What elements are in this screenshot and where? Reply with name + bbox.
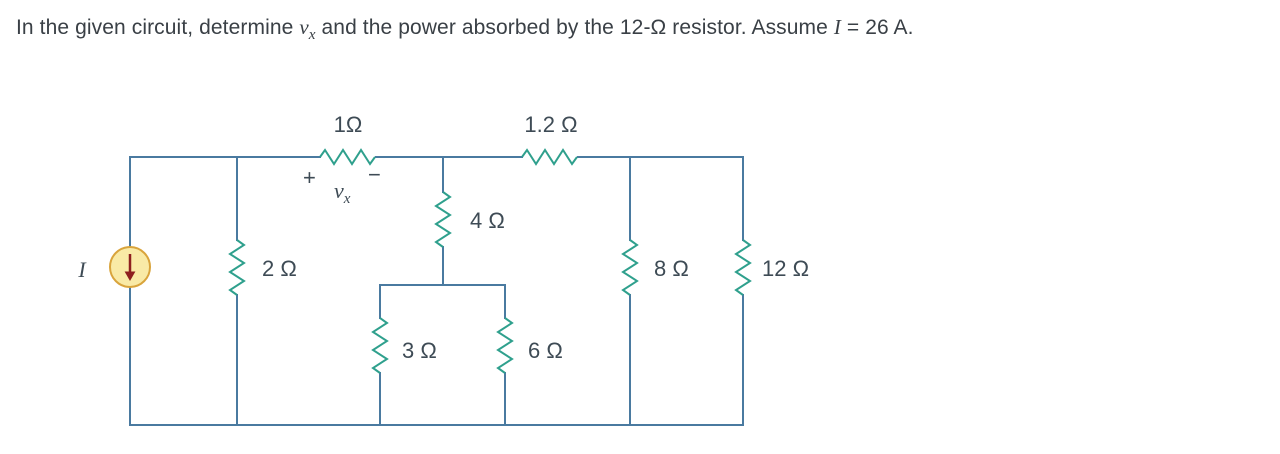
resistor-1ohm	[319, 148, 376, 166]
vx-label: vx	[334, 178, 351, 207]
resistor-3ohm	[371, 317, 389, 374]
label-1ohm: 1Ω	[334, 112, 363, 137]
resistor-1p2ohm	[521, 148, 578, 166]
vx-minus-sign: −	[368, 162, 381, 187]
title-var-current: I	[833, 15, 841, 39]
title-text-3: = 26 A.	[840, 16, 914, 39]
vx-plus-sign: +	[303, 165, 316, 190]
label-1p2ohm: 1.2 Ω	[524, 112, 577, 137]
label-12ohm: 12 Ω	[762, 256, 809, 281]
down-arrow-head-icon	[124, 271, 136, 281]
label-source: I	[77, 257, 87, 282]
label-4ohm: 4 Ω	[470, 208, 505, 233]
resistor-8ohm	[621, 239, 639, 296]
current-source	[109, 246, 151, 288]
resistor-6ohm	[496, 317, 514, 374]
title-text-2: and the power absorbed by the 12-Ω resis…	[315, 16, 834, 39]
resistor-4ohm	[434, 191, 452, 248]
label-3ohm: 3 Ω	[402, 338, 437, 363]
resistor-2ohm	[228, 239, 246, 296]
title-text-1: In the given circuit, determine	[16, 16, 300, 39]
resistor-12ohm	[734, 239, 752, 296]
title-var-vx: vx	[299, 15, 316, 44]
circuit-wires	[129, 156, 744, 426]
label-8ohm: 8 Ω	[654, 256, 689, 281]
label-2ohm: 2 Ω	[262, 256, 297, 281]
problem-statement: In the given circuit, determine vx and t…	[16, 15, 914, 44]
label-6ohm: 6 Ω	[528, 338, 563, 363]
